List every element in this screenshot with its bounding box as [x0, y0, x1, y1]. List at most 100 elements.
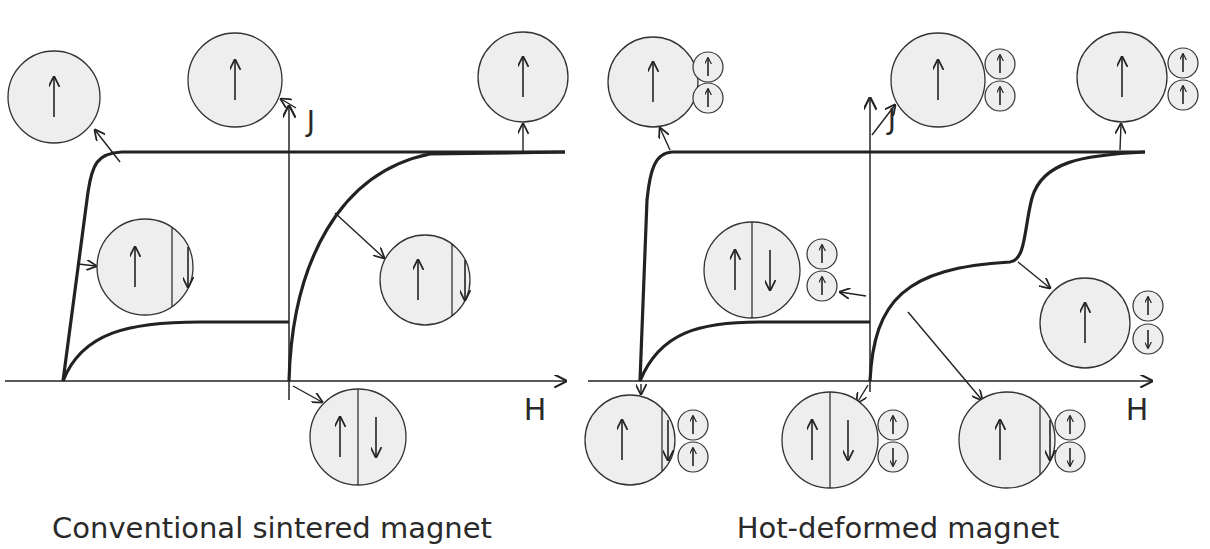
grain-domain: [8, 51, 100, 143]
magnetization-arrow: [187, 247, 189, 287]
grain-domain: [380, 235, 470, 325]
axis-label: H: [524, 395, 547, 425]
magnetization-arrow: [692, 448, 694, 466]
magnetization-arrow: [464, 260, 466, 300]
small-grain-circle: [985, 49, 1015, 79]
grain-domain: [782, 392, 878, 488]
small-grain-circle: [693, 83, 723, 113]
small-grain-circle: [678, 410, 708, 440]
leader-arrow: [908, 312, 982, 400]
domain-wall: [357, 389, 358, 485]
leader-arrow: [335, 213, 384, 258]
small-grain-circle: [1055, 442, 1085, 472]
small-grain-circle: [1168, 48, 1198, 78]
leader-arrow: [640, 384, 641, 394]
grain-circle: [310, 389, 406, 485]
hysteresis-curve: [870, 152, 1145, 381]
grain-domain: [891, 33, 985, 127]
small-grain-circle: [807, 239, 837, 269]
magnetization-arrow: [821, 277, 823, 295]
magnetization-arrow: [892, 416, 894, 434]
small-grain-circle: [985, 81, 1015, 111]
magnetization-arrow: [1121, 57, 1123, 97]
magnetization-arrow: [692, 416, 694, 434]
axis-line: [5, 380, 566, 382]
leader-arrow: [78, 264, 96, 266]
grain-domain: [310, 389, 406, 485]
axis-label: H: [1126, 395, 1149, 425]
hysteresis-curve: [63, 152, 565, 381]
magnetization-arrow: [999, 55, 1001, 73]
small-grain-circle: [1055, 410, 1085, 440]
leader-arrow: [840, 292, 866, 296]
grain-circle: [97, 219, 193, 315]
small-grain-circle: [807, 271, 837, 301]
grain-domain: [1040, 278, 1130, 368]
axis-label: J: [307, 108, 315, 136]
grain-circle: [608, 37, 698, 127]
small-grain-circle: [678, 442, 708, 472]
grain-circle: [8, 51, 100, 143]
magnetization-arrow: [234, 60, 236, 100]
magnetization-arrow: [734, 250, 736, 290]
magnetization-arrow: [1049, 420, 1051, 460]
leader-arrow: [660, 128, 670, 150]
magnetization-arrow: [621, 420, 623, 460]
small-grain-circle: [1133, 291, 1163, 321]
grain-circle: [891, 33, 985, 127]
panel-caption: Conventional sintered magnet: [52, 514, 492, 543]
grain-circle: [704, 222, 800, 318]
leader-arrow: [857, 385, 868, 403]
grain-circle: [188, 33, 282, 127]
grain-circle: [585, 395, 675, 485]
grain-domain: [959, 392, 1055, 488]
magnetization-arrow: [53, 77, 55, 117]
grain-circle: [478, 32, 568, 122]
magnetization-arrow: [821, 245, 823, 263]
magnetization-arrow: [937, 60, 939, 100]
magnetization-arrow: [1084, 303, 1086, 343]
domain-wall: [829, 392, 830, 488]
magnetization-arrow: [667, 420, 669, 460]
axis-line: [869, 98, 871, 392]
grain-domain: [478, 32, 568, 122]
grain-circle: [782, 392, 878, 488]
magnetization-arrow: [522, 57, 524, 97]
leader-arrow: [1018, 262, 1050, 288]
leader-arrow: [1120, 124, 1121, 150]
magnetization-arrow: [1182, 86, 1184, 104]
domain-wall: [751, 222, 752, 318]
magnetization-arrow: [375, 417, 377, 457]
leader-arrow: [293, 386, 322, 402]
magnetization-arrow: [999, 87, 1001, 105]
magnetization-arrow: [339, 417, 341, 457]
small-grain-circle: [1133, 324, 1163, 354]
magnetization-arrow: [1147, 330, 1149, 348]
grain-circle: [1040, 278, 1130, 368]
magnetization-arrow: [811, 420, 813, 460]
hysteresis-curve: [289, 152, 565, 381]
panel-caption: Hot-deformed magnet: [737, 514, 1060, 543]
grain-domain: [97, 219, 193, 315]
grain-domain: [585, 395, 675, 485]
grain-domain: [1077, 32, 1167, 122]
magnetization-arrow: [1147, 297, 1149, 315]
magnetization-arrow: [707, 58, 709, 76]
magnetization-arrow: [999, 420, 1001, 460]
domain-wall: [171, 227, 172, 306]
leader-arrow: [95, 130, 120, 162]
grain-circle: [380, 235, 470, 325]
leader-arrow: [281, 99, 296, 108]
domain-wall: [661, 408, 662, 471]
leader-arrow: [522, 124, 523, 151]
magnetization-arrow: [707, 89, 709, 107]
domain-wall: [451, 244, 452, 316]
small-grain-circle: [878, 442, 908, 472]
small-grain-circle: [693, 52, 723, 82]
magnetization-arrow: [1182, 54, 1184, 72]
domain-wall: [1039, 405, 1040, 475]
hysteresis-curve: [640, 322, 870, 381]
grain-domain: [188, 33, 282, 127]
hysteresis-curve: [63, 322, 289, 381]
magnetization-arrow: [769, 250, 771, 290]
